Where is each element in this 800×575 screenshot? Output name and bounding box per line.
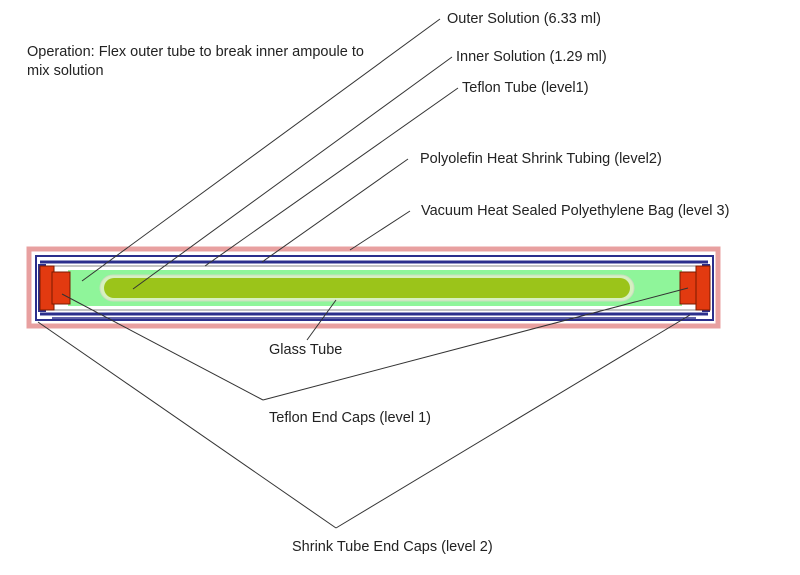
shrink-tubing-outer-line [35, 255, 714, 321]
teflon-end-cap-right-outer [695, 265, 711, 311]
leader-outer-solution [81, 18, 441, 282]
inner-solution [104, 278, 630, 298]
label-inner-solution: Inner Solution (1.29 ml) [456, 49, 607, 65]
leader-shrink-cap-right [335, 314, 691, 529]
leader-glass-tube [306, 299, 337, 341]
leader-teflon-tube [204, 87, 459, 267]
leader-polyolefin-tubing [261, 158, 409, 263]
leader-teflon-end-cap-left [61, 293, 264, 401]
label-teflon-tube: Teflon Tube (level1) [462, 80, 589, 96]
label-glass-tube: Glass Tube [269, 342, 343, 358]
label-shrink-tube-end-caps: Shrink Tube End Caps (level 2) [292, 539, 493, 555]
leader-polyethylene-bag [349, 210, 411, 251]
label-polyolefin-tubing: Polyolefin Heat Shrink Tubing (level2) [420, 151, 662, 167]
leader-shrink-cap-left [37, 321, 337, 529]
label-polyethylene-bag: Vacuum Heat Sealed Polyethylene Bag (lev… [421, 203, 730, 219]
leader-lines [37, 18, 691, 529]
teflon-end-cap-right [679, 271, 699, 305]
label-outer-solution: Outer Solution (6.33 ml) [447, 11, 601, 27]
label-teflon-end-caps: Teflon End Caps (level 1) [269, 410, 431, 426]
leader-inner-solution [132, 56, 453, 290]
teflon-end-cap-left [51, 271, 71, 305]
leader-teflon-end-cap-right [262, 287, 689, 401]
operation-note: Operation: Flex outer tube to break inne… [27, 44, 364, 79]
